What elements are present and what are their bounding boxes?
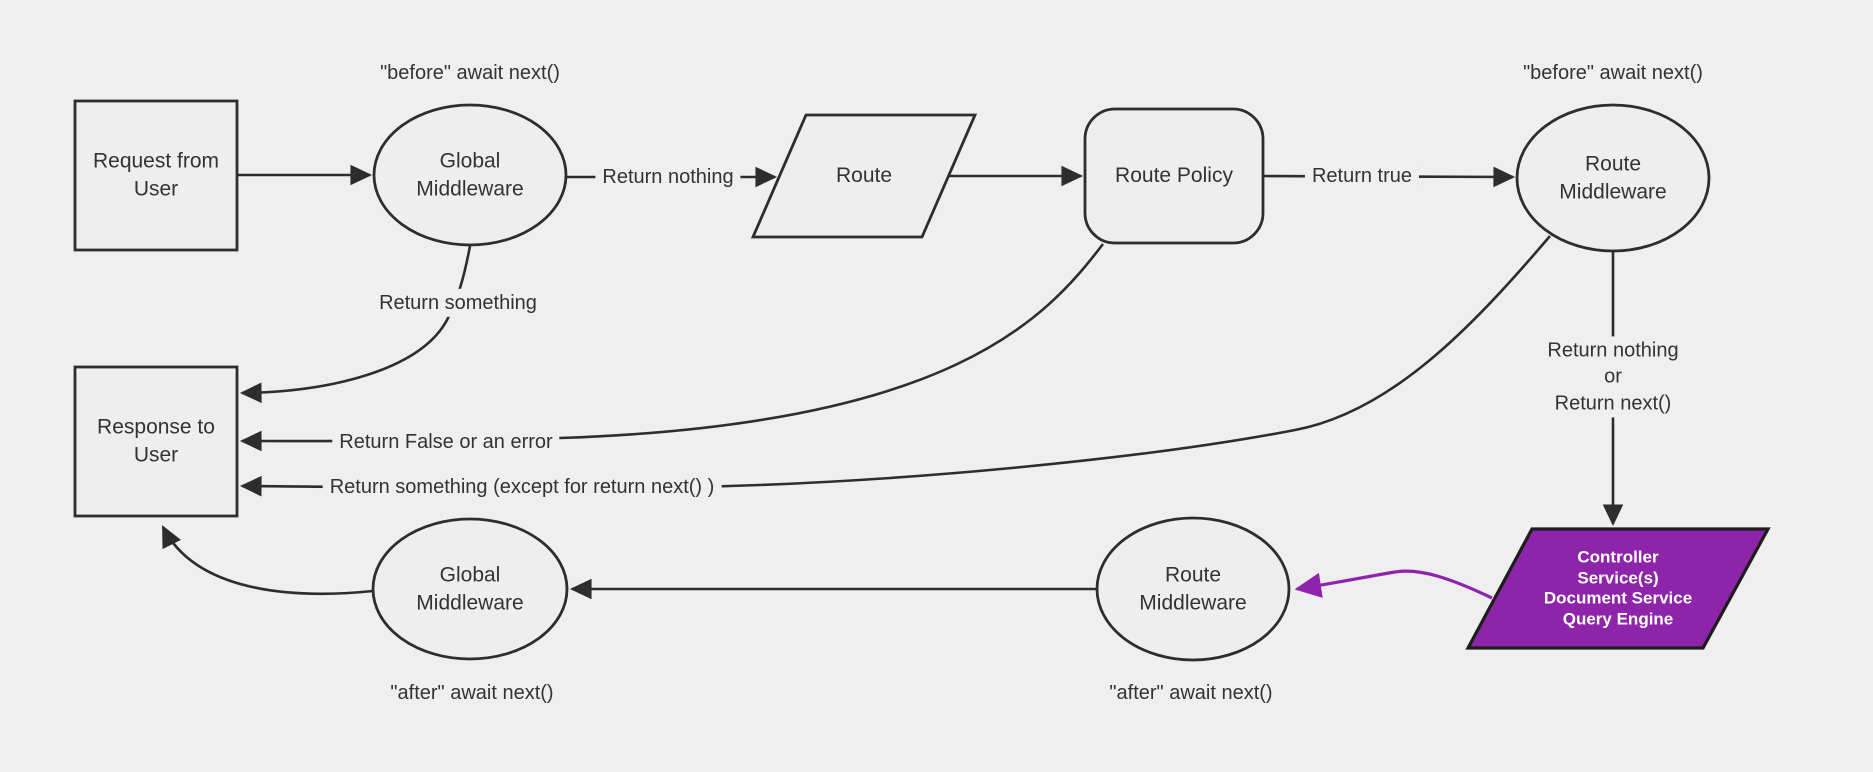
node-controller-parallelogram — [1465, 527, 1771, 650]
node-label-global-middleware-bottom: Global Middleware — [416, 563, 524, 614]
node-route-middleware-bottom — [1095, 516, 1291, 662]
node-label-route-middleware-bottom: Route Middleware — [1139, 563, 1247, 614]
node-route-parallelogram — [750, 113, 978, 239]
edge-controller-to-route-middleware-bottom — [1294, 569, 1493, 600]
node-global-middleware-top — [372, 103, 568, 247]
node-label-route: Route — [835, 164, 893, 188]
node-label-global-middleware-top: Global Middleware — [416, 149, 524, 200]
node-label-route-policy: Route Policy — [1115, 164, 1233, 188]
label-return-false-or-error: Return False or an error — [332, 427, 560, 457]
node-route-middleware-top — [1515, 103, 1711, 253]
node-response-box — [73, 365, 239, 518]
node-route-policy-box — [1083, 107, 1265, 245]
node-label-request: Request from User — [92, 149, 220, 200]
label-after-await-left: "after" await next() — [390, 681, 554, 704]
label-before-await-right: "before" await next() — [1523, 61, 1703, 84]
node-global-middleware-bottom — [371, 517, 569, 661]
label-return-something: Return something — [372, 288, 544, 318]
edge-global-middleware-bottom-to-response — [161, 525, 374, 596]
label-return-nothing: Return nothing — [595, 162, 741, 192]
edge-return-false-or-error — [239, 243, 1105, 452]
edge-return-something — [239, 245, 472, 404]
node-label-response: Response to User — [97, 415, 215, 466]
label-return-true: Return true — [1304, 161, 1420, 191]
label-before-await-left: "before" await next() — [380, 61, 560, 84]
node-label-controller: Controller Service(s) Document Service Q… — [1543, 547, 1693, 629]
label-return-nothing-or-next: Return nothing or Return next() — [1540, 336, 1686, 418]
label-after-await-right: "after" await next() — [1109, 681, 1273, 704]
node-request-box — [73, 99, 239, 252]
label-return-something-except: Return something (except for return next… — [322, 472, 722, 502]
node-label-route-middleware-top: Route Middleware — [1559, 152, 1667, 203]
